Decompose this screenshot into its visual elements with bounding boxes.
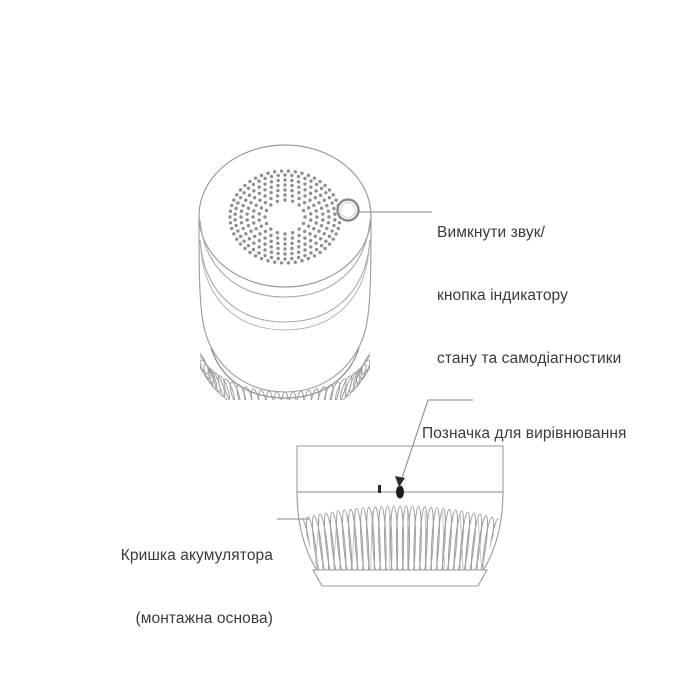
callout-mute-button-line-2: кнопка індикатору	[437, 287, 568, 304]
cap-seam-line-1	[199, 219, 371, 298]
callout-alignment-mark-line-1: Позначка для вирівнювання	[422, 425, 627, 442]
perforated-dot-ring	[228, 169, 342, 265]
top-view-group	[198, 144, 432, 400]
callout-battery-cover-line-1: Кришка акумулятора	[120, 547, 273, 564]
callout-battery-cover: Кришка акумулятора (монтажна основа)	[108, 503, 273, 671]
leader-line-alignment	[398, 399, 473, 488]
base-lower-shell	[296, 491, 504, 579]
alignment-mark	[396, 485, 404, 499]
leader-arrow-alignment	[395, 476, 405, 487]
callout-mute-button-line-3: стану та самодіагностики	[437, 350, 622, 367]
alignment-tick-mark	[378, 485, 381, 493]
top-view-vent-band	[200, 350, 370, 400]
detector-top-cap	[198, 144, 372, 288]
callout-alignment-mark: Позначка для вирівнювання	[422, 381, 627, 486]
callout-battery-cover-line-2: (монтажна основа)	[135, 610, 273, 627]
bottom-view-group	[277, 399, 504, 587]
callout-mute-button-line-1: Вимкнути звук/	[437, 224, 546, 241]
cap-seam-line-2	[199, 239, 371, 323]
body-ring-edge	[200, 249, 370, 331]
base-bottom-rim	[312, 569, 488, 587]
callout-mute-button: Вимкнути звук/ кнопка індикатору стану т…	[437, 180, 621, 411]
status-button[interactable]	[336, 198, 360, 222]
top-view-bottom-rim	[210, 347, 360, 399]
